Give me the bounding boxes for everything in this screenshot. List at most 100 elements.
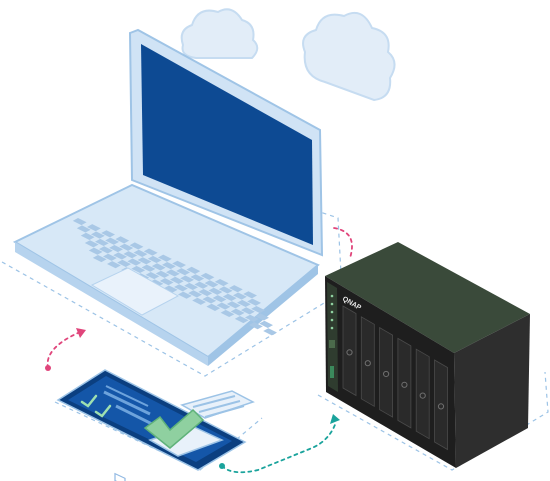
keyboard-key <box>230 308 245 316</box>
keyboard-key <box>241 307 255 315</box>
nas-top <box>325 242 530 353</box>
keyboard-key <box>192 297 206 305</box>
nas-device: QNAP <box>325 242 530 468</box>
keyboard-key <box>216 302 231 310</box>
backup-confirmation <box>143 390 255 457</box>
drive-bay <box>379 326 393 418</box>
connection-links <box>46 227 353 474</box>
keyboard-key <box>137 257 152 265</box>
keyboard-key <box>149 279 164 287</box>
keyboard-key <box>190 274 205 282</box>
keyboard-key <box>218 286 233 294</box>
keyboard-key <box>107 261 121 269</box>
keyboard-key <box>174 284 188 292</box>
laptop-screen <box>141 44 313 245</box>
cloud-left-icon <box>180 8 259 59</box>
drive-bay-lock-icon <box>401 381 408 388</box>
keyboard-key <box>162 262 176 270</box>
drive-bay <box>397 337 412 429</box>
keyboard-key <box>204 280 219 288</box>
keyboard-key <box>186 266 201 274</box>
keyboard-key <box>88 247 103 255</box>
keyboard-key <box>145 272 160 280</box>
keyboard-key <box>159 278 174 286</box>
link-phone-laptop <box>46 331 81 369</box>
keyboard-key <box>115 236 130 244</box>
nas-status-leds <box>329 294 335 378</box>
drive-bay-lock-icon <box>346 349 353 356</box>
keyboard-key <box>178 291 192 299</box>
keyboard-key <box>72 218 87 226</box>
keyboard-key <box>170 276 184 284</box>
keyboard-key <box>263 328 277 336</box>
keyboard-key <box>119 243 134 251</box>
keyboard-key <box>206 303 221 311</box>
keyboard-key <box>117 259 131 267</box>
drive-bay <box>360 316 375 407</box>
keyboard-key <box>99 246 113 254</box>
keyboard-key <box>166 269 180 277</box>
drive-bay-lock-icon <box>419 392 426 399</box>
keyboard-key <box>95 238 109 247</box>
nas-power-button <box>329 340 335 348</box>
keyboard-key <box>113 252 127 260</box>
keyboard-key <box>222 293 237 301</box>
drive-bay-lock-icon <box>383 370 390 378</box>
keyboard-key <box>249 322 263 330</box>
keyboard-key <box>208 287 223 295</box>
link-nas-phone <box>221 421 337 474</box>
keyboard-key <box>237 299 251 308</box>
keyboard-key <box>202 296 217 304</box>
keyboard-key <box>198 289 213 297</box>
keyboard-key <box>91 231 105 239</box>
keyboard-key <box>194 281 209 289</box>
keyboard-key <box>247 298 261 306</box>
keyboard-key <box>180 275 194 283</box>
drive-bay <box>434 359 448 451</box>
keyboard-key <box>127 258 142 266</box>
keyboard-key <box>76 225 91 233</box>
check-mark-icon <box>143 408 205 449</box>
keyboard-key <box>172 260 186 268</box>
keyboard-key <box>200 272 215 281</box>
keyboard-key <box>101 230 115 238</box>
nas-led <box>330 302 334 306</box>
keyboard-key <box>255 313 269 321</box>
keyboard-key <box>151 263 166 271</box>
nas-drive-bays <box>342 305 448 451</box>
nas-led <box>330 318 334 322</box>
keyboard-key <box>176 268 190 276</box>
keyboard-key <box>103 253 117 261</box>
keyboard-key <box>84 240 99 248</box>
keyboard-key <box>226 301 241 309</box>
nas-side <box>454 314 530 468</box>
keyboard-key <box>129 242 144 250</box>
cloud-right-icon <box>302 12 396 102</box>
laptop <box>12 28 324 366</box>
nas-led <box>330 294 334 298</box>
keyboard-key <box>109 245 123 253</box>
nas-led <box>330 310 334 314</box>
nas-usb-port <box>330 366 334 378</box>
keyboard-key <box>133 249 148 257</box>
drive-bay-lock-icon <box>364 360 371 367</box>
keyboard-key <box>188 290 202 298</box>
keyboard-key <box>212 295 227 303</box>
keyboard-key <box>105 237 119 245</box>
keyboard-key <box>80 232 95 240</box>
keyboard-key <box>163 285 178 293</box>
keyboard-key <box>251 306 265 314</box>
keyboard-key <box>87 224 101 232</box>
keyboard-key <box>92 255 107 263</box>
keyboard-key <box>123 251 138 259</box>
keyboard-key <box>214 279 229 287</box>
keyboard-key <box>131 265 146 274</box>
nas-led <box>330 326 334 330</box>
drive-bay <box>342 305 357 397</box>
laptop-keyboard <box>72 218 277 336</box>
laptop-touchpad <box>90 267 180 316</box>
drive-bay <box>415 348 430 440</box>
keyboard-key <box>229 285 243 293</box>
link-endpoints <box>45 328 340 469</box>
